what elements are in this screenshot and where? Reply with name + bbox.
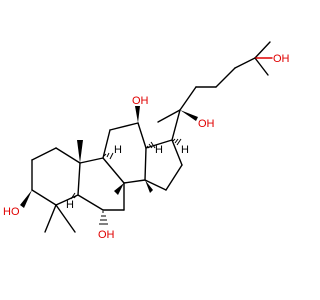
bond-c10-c1 <box>55 147 81 164</box>
label-h-c13: H <box>155 144 163 156</box>
wedge-c3-oh <box>20 190 32 208</box>
bond-c14-c13 <box>144 147 147 181</box>
hashed-bonds <box>70 138 182 225</box>
ring-a <box>20 147 81 233</box>
methyl-groups <box>77 140 153 195</box>
side-chain <box>157 41 273 141</box>
wedge-c8-methyl <box>114 183 124 195</box>
hash-c6-oh <box>99 211 108 225</box>
bond-c4-me-a <box>44 204 57 233</box>
bond-c13-c12 <box>137 122 147 149</box>
bond-c20-c22 <box>179 86 197 111</box>
bond-c8-c14 <box>123 179 146 184</box>
bond-c13-c17 <box>145 139 173 149</box>
bond-c15-c14 <box>144 179 167 191</box>
bond-c25-c26 <box>254 41 271 59</box>
bond-c9-c8 <box>102 157 125 184</box>
ring-b <box>77 157 125 211</box>
hash-c17-h <box>172 138 182 146</box>
bond-c4-me-b <box>55 204 76 233</box>
bond-c25-c27 <box>254 57 269 76</box>
bond-c24-c25 <box>234 57 256 69</box>
wedge-c10-methyl <box>77 140 83 163</box>
bond-c17-c20 <box>171 109 181 141</box>
bond-c17-c16 <box>171 139 183 166</box>
label-ho-c3: HO <box>3 206 20 218</box>
label-oh-c6: OH <box>98 229 115 241</box>
ring-d <box>144 139 183 191</box>
bond-c20-c21 <box>157 109 181 123</box>
label-oh-c25: OH <box>273 53 290 65</box>
bond-c16-c15 <box>165 164 183 191</box>
wedge-c20-o <box>180 110 198 121</box>
bond-c3-c4 <box>31 189 57 206</box>
bond-c10-c5 <box>77 162 81 196</box>
hash-c9-h <box>103 152 114 160</box>
bond-c9-c10 <box>79 157 104 164</box>
bond-c11-c9 <box>102 129 111 159</box>
hash-c13-h <box>146 141 156 149</box>
label-h-c9: H <box>114 144 122 156</box>
wedge-c14-methyl <box>145 180 153 193</box>
label-oh-c20: OH <box>198 118 215 130</box>
molecule-structure-diagram: OH OH OH HO OH H H H H <box>3 41 290 241</box>
label-oh-c12: OH <box>132 95 149 107</box>
label-h-c17: H <box>181 144 189 156</box>
bond-c12-c11 <box>109 122 139 131</box>
atom-labels: OH OH OH HO OH H H H H <box>3 53 290 241</box>
bond-c1-c2 <box>31 147 57 161</box>
label-h-c5: H <box>66 199 74 211</box>
ring-c <box>102 106 147 184</box>
hash-c5-h <box>70 192 77 200</box>
bond-c23-c24 <box>215 67 236 88</box>
bond-c4-c5 <box>55 194 79 206</box>
wedge-c12-oh <box>135 106 140 123</box>
bond-c5-c6 <box>77 194 104 211</box>
